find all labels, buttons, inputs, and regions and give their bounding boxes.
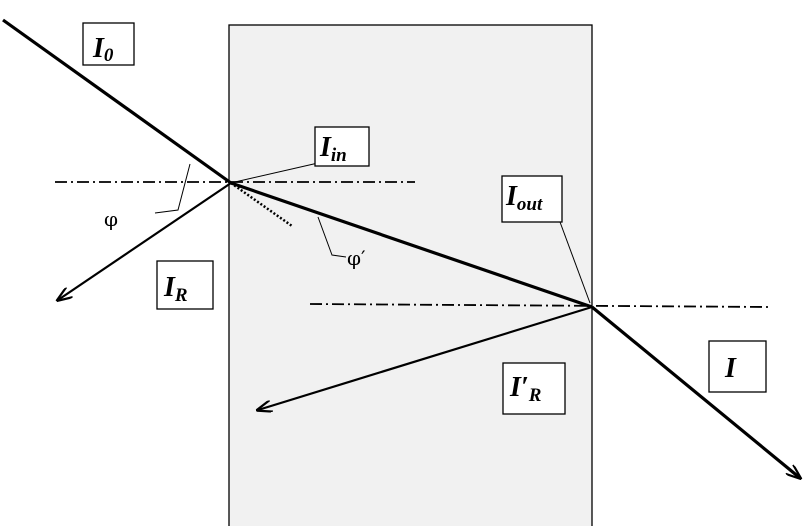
svg-text:Iout: Iout (505, 181, 543, 215)
phi-leader-line (154, 163, 191, 214)
svg-text:I: I (724, 353, 737, 384)
label-i0: I0 (82, 22, 135, 66)
angle-phi-prime-label: φ′ (347, 246, 366, 270)
reflected-ray (58, 182, 232, 300)
label-ir: IR (156, 260, 214, 310)
transmitted-ray (590, 305, 800, 478)
svg-text:Iin: Iin (319, 132, 347, 166)
angle-phi-label: φ (104, 207, 118, 231)
incident-extension-line (230, 181, 293, 228)
label-iin: Iin (314, 126, 370, 167)
iout-leader-line (559, 221, 591, 304)
incident-ray (2, 18, 232, 185)
normal-line-exit (309, 303, 771, 308)
label-i-prime-r: I′R (502, 362, 566, 415)
iin-leader-line (234, 162, 319, 183)
internal-reflected-ray (258, 305, 593, 410)
svg-text:I′R: I′R (509, 372, 541, 406)
svg-text:I0: I0 (92, 33, 114, 66)
label-iout: Iout (501, 175, 563, 223)
svg-text:IR: IR (163, 272, 188, 306)
refracted-ray (230, 181, 593, 309)
label-i: I (708, 340, 767, 393)
phi-prime-leader-line (317, 216, 347, 258)
glass-slab (228, 24, 593, 526)
